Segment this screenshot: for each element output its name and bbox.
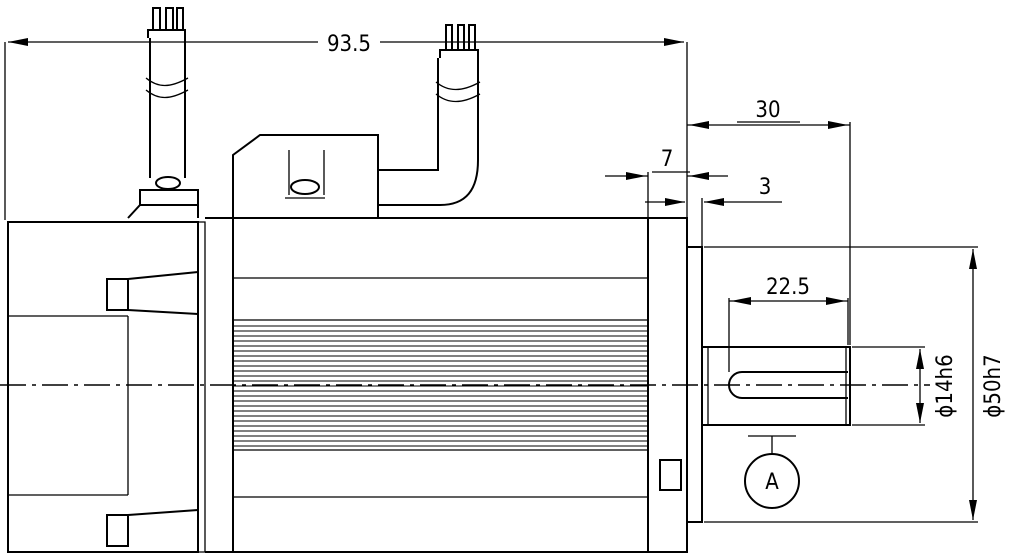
encoder-cable-icon bbox=[232, 24, 481, 218]
power-cable-icon bbox=[127, 7, 199, 219]
overall-length-label: 93.5 bbox=[327, 32, 371, 57]
key-length-label: 22.5 bbox=[766, 275, 810, 300]
cooling-fins bbox=[233, 325, 648, 447]
dim-shaft-length: 30 bbox=[687, 98, 851, 345]
flange-thickness-label: 7 bbox=[661, 147, 674, 172]
spigot-height-label: 3 bbox=[759, 175, 772, 200]
dim-shaft-diameter: ϕ14h6 bbox=[852, 346, 958, 426]
rear-cover bbox=[7, 221, 199, 553]
rear-notch-top bbox=[106, 271, 199, 315]
datum-label: A bbox=[765, 470, 779, 495]
spigot-diameter-label: ϕ50h7 bbox=[981, 354, 1006, 417]
dim-spigot-height: 3 bbox=[645, 175, 782, 247]
datum-symbol-icon: A bbox=[744, 435, 800, 509]
shaft-length-label: 30 bbox=[755, 98, 780, 123]
spigot bbox=[687, 246, 703, 523]
rear-notch-bottom bbox=[106, 509, 199, 547]
output-shaft bbox=[702, 346, 851, 426]
motor-body bbox=[7, 217, 851, 553]
dim-overall-length: 93.5 bbox=[4, 32, 688, 220]
flange-small-notch bbox=[659, 459, 682, 491]
rear-cover-step bbox=[8, 221, 206, 553]
shaft-diameter-label: ϕ14h6 bbox=[933, 354, 958, 417]
dim-key-length: 22.5 bbox=[728, 275, 849, 372]
dim-spigot-diameter: ϕ50h7 bbox=[704, 246, 1006, 523]
dim-flange-thickness: 7 bbox=[605, 147, 728, 218]
